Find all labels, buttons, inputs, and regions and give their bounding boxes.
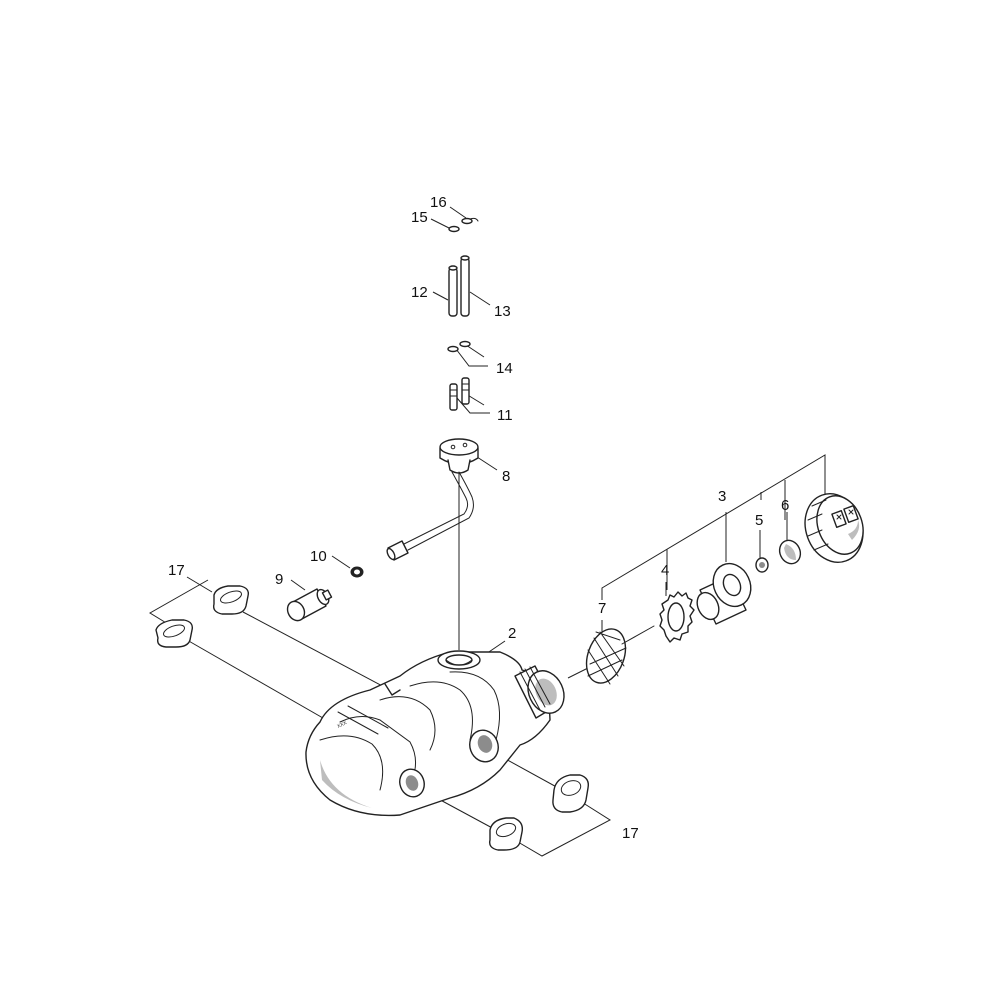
callout-12: 12 [411, 284, 428, 301]
callout-9: 9 [275, 571, 283, 588]
callout-11: 11 [497, 407, 513, 424]
fuel-cap [804, 493, 864, 563]
mount-grommet-17-bottom-a [552, 774, 590, 813]
tether-4 [659, 591, 695, 643]
filter-connector [386, 540, 409, 561]
fittings-11 [449, 377, 470, 411]
fuel-filter-9 [286, 588, 333, 622]
callout-5: 5 [755, 512, 763, 529]
valve-5 [755, 557, 769, 573]
callout-14: 14 [496, 360, 513, 377]
callout-labels: 16 15 12 13 14 11 8 10 9 17 2 3 6 5 4 7 … [168, 194, 789, 842]
callout-15: 15 [411, 209, 428, 226]
grommet-8 [439, 438, 479, 474]
callout-13: 13 [494, 303, 511, 320]
svg-text:XXX: XXX [336, 720, 348, 730]
fuel-tube-12 [448, 265, 458, 317]
fuel-tank-2: XXX [305, 650, 565, 817]
orings-14 [447, 340, 471, 353]
callout-2: 2 [508, 625, 516, 642]
fuel-tube-13 [460, 255, 470, 317]
filter-6 [778, 539, 802, 565]
callout-4: 4 [661, 562, 669, 579]
callout-7: 7 [598, 600, 606, 617]
tank-boss-right [469, 729, 499, 763]
filler-neck [514, 665, 565, 719]
fuel-hose [403, 471, 474, 551]
callout-6: 6 [781, 497, 789, 514]
strainer-7 [585, 625, 655, 685]
small-orings-top [448, 217, 479, 233]
cap-insert-3 [696, 562, 752, 625]
oring-10 [350, 566, 364, 578]
callout-8: 8 [502, 468, 510, 485]
callout-3: 3 [718, 488, 726, 505]
mount-grommet-17-top-b [155, 619, 194, 648]
tank-boss-front [399, 768, 425, 798]
mount-grommet-17-top-a [212, 585, 250, 615]
callout-17-bottom: 17 [622, 825, 639, 842]
mount-grommet-17-bottom-b [488, 817, 524, 851]
callout-10: 10 [310, 548, 327, 565]
callout-16: 16 [430, 194, 447, 211]
callout-17-top: 17 [168, 562, 185, 579]
